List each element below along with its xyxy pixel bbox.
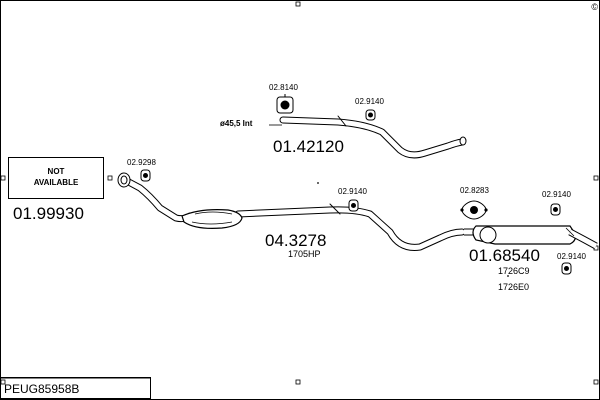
clamp-02-9298 xyxy=(140,169,151,182)
edge-marker-left xyxy=(0,175,6,181)
clamp-silencer-02-9140-b xyxy=(561,262,572,275)
clamp-label-silencer-02-9140-a: 02.9140 xyxy=(542,190,571,199)
clamp-middle-02-9140 xyxy=(348,199,359,212)
clamp-label-silencer-02-9140-b: 02.9140 xyxy=(557,252,586,261)
note-1705hp: 1705HP xyxy=(288,249,321,259)
part-number-04-3278: 04.3278 xyxy=(265,231,327,250)
flange-label-02-8140: 02.8140 xyxy=(269,83,298,92)
inlet-flange xyxy=(117,172,131,188)
catalytic-converter xyxy=(181,209,243,229)
clamp-upper-02-9140 xyxy=(365,109,376,121)
clamp-label-upper-02-9140: 02.9140 xyxy=(355,97,384,106)
diagram-code: PEUG85958B xyxy=(0,377,151,399)
part-number-01-99930: 01.99930 xyxy=(13,204,84,223)
clamp-silencer-02-9140-a xyxy=(550,203,561,216)
part-number-01-42120: 01.42120 xyxy=(273,137,344,156)
edge-marker-bottom-right xyxy=(593,379,599,385)
gasket-label-02-8283: 02.8283 xyxy=(460,186,489,195)
edge-marker-right-1 xyxy=(593,175,599,181)
note-1726c9: 1726C9 xyxy=(498,266,530,276)
not-available-text: NOT AVAILABLE xyxy=(33,167,79,187)
clamp-label-02-9298: 02.9298 xyxy=(127,158,156,167)
silencer-01-68540 xyxy=(464,225,598,250)
edge-marker-na xyxy=(107,175,113,181)
copyright-symbol: © xyxy=(591,2,598,12)
part-number-01-68540: 01.68540 xyxy=(469,246,540,265)
edge-marker-bottom-mid xyxy=(295,379,301,385)
pipe-01-42120 xyxy=(279,115,467,159)
edge-marker-top-mid xyxy=(295,1,301,7)
note-1726e0: 1726E0 xyxy=(498,282,530,292)
gasket-02-8283 xyxy=(460,200,488,220)
diameter-note: ø45,5 Int xyxy=(220,119,253,128)
clamp-label-middle-02-9140: 02.9140 xyxy=(338,187,367,196)
edge-marker-bottom-left xyxy=(0,379,6,385)
flange-02-8140 xyxy=(276,94,294,114)
not-available-box: NOT AVAILABLE xyxy=(8,157,104,199)
